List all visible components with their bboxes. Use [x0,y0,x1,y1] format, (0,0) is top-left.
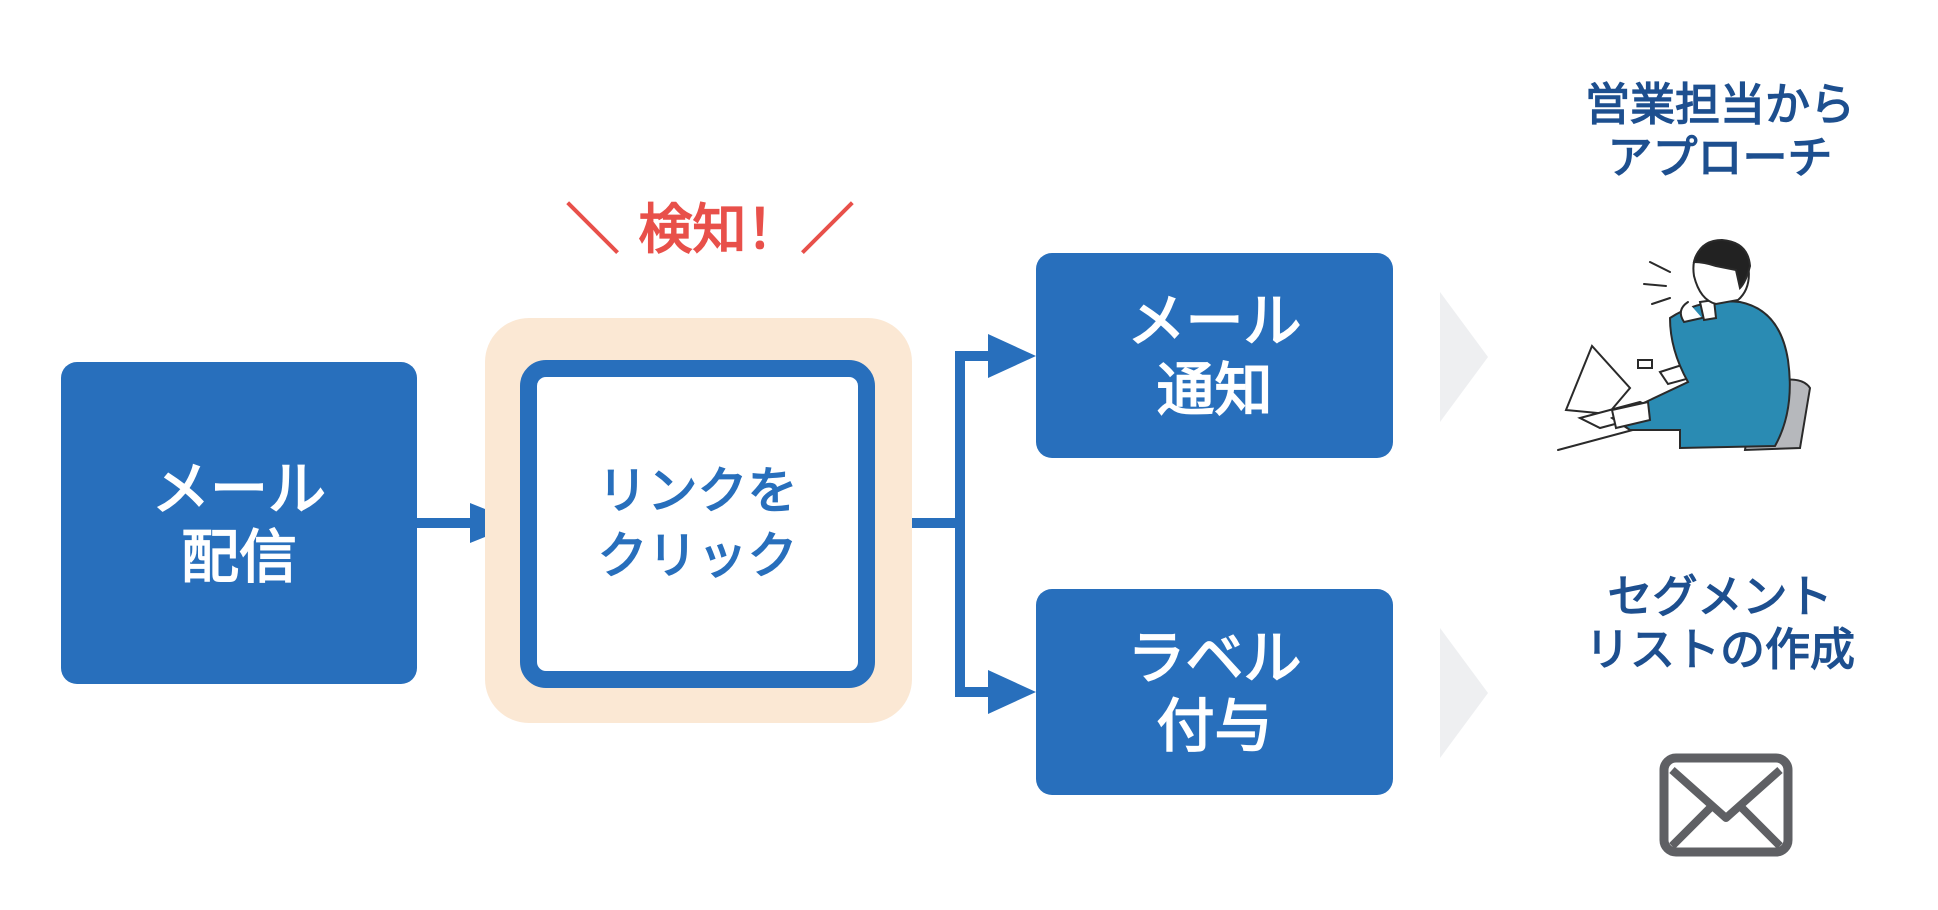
label-assignment-box: ラベル 付与 [1036,589,1393,795]
salesperson-laptop-icon [1557,238,1812,452]
sales-approach-caption: 営業担当から アプローチ [1560,78,1880,184]
label-assignment-line2: 付与 [1156,692,1273,760]
segment-list-line2: リストの作成 [1584,623,1855,677]
email-delivery-box: メール 配信 [61,362,417,684]
chevron-right-icon [1440,292,1488,422]
email-notification-line1: メール [1127,287,1302,356]
link-click-line2: クリック [597,527,798,585]
label-assignment-line1: ラベル [1127,623,1302,692]
email-notification-box: メール 通知 [1036,253,1393,458]
chevron-right-icon [1440,628,1488,758]
email-delivery-line2: 配信 [180,523,297,591]
segment-list-line1: セグメント [1607,570,1833,623]
link-click-line1: リンクを [597,462,798,520]
segment-list-caption: セグメント リストの作成 [1560,570,1880,676]
email-notification-line2: 通知 [1156,355,1273,424]
envelope-icon [1659,753,1793,857]
sales-approach-line2: アプローチ [1607,131,1833,185]
arrow-head-to-notify [988,334,1036,378]
sales-approach-line1: 営業担当から [1584,78,1855,131]
detection-callout: ＼ 検知！／ [565,198,855,261]
arrow-head-to-label [988,670,1036,714]
link-click-box: リンクを クリック [520,360,875,688]
email-delivery-line1: メール [151,454,326,523]
